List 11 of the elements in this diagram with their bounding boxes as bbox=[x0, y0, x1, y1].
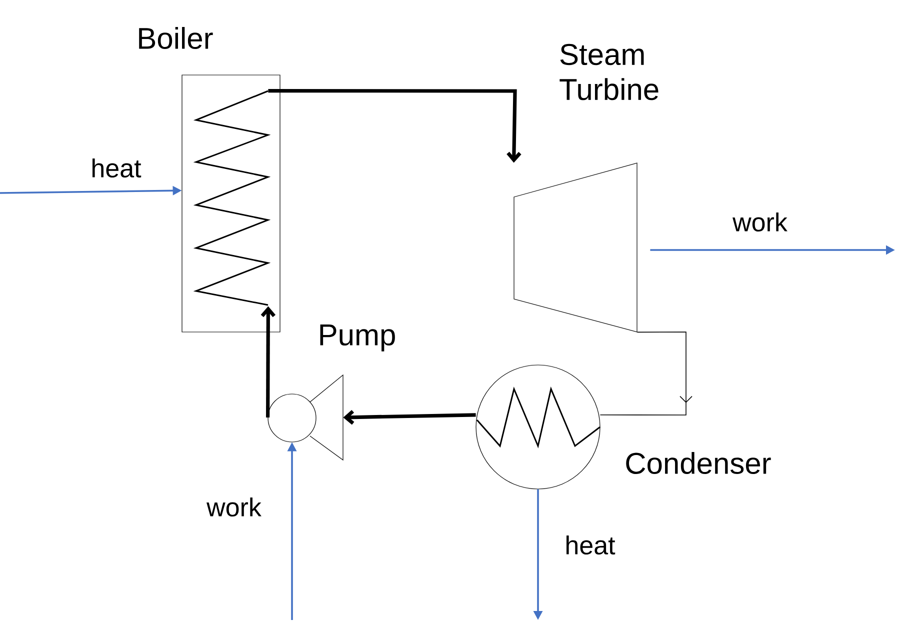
edge-label: heat bbox=[566, 535, 616, 555]
edge-label: heat bbox=[92, 158, 142, 178]
flow-arrow bbox=[343, 410, 476, 425]
component-label: Pump bbox=[320, 324, 395, 352]
component-label: Boiler bbox=[139, 26, 213, 50]
component-label: Steam Turbine bbox=[560, 44, 658, 100]
flow-arrow bbox=[260, 306, 276, 418]
edge-label: work bbox=[206, 497, 262, 517]
edge-label: work bbox=[732, 212, 788, 232]
flow-arrow bbox=[268, 89, 522, 163]
component-label: Condenser bbox=[626, 452, 771, 474]
